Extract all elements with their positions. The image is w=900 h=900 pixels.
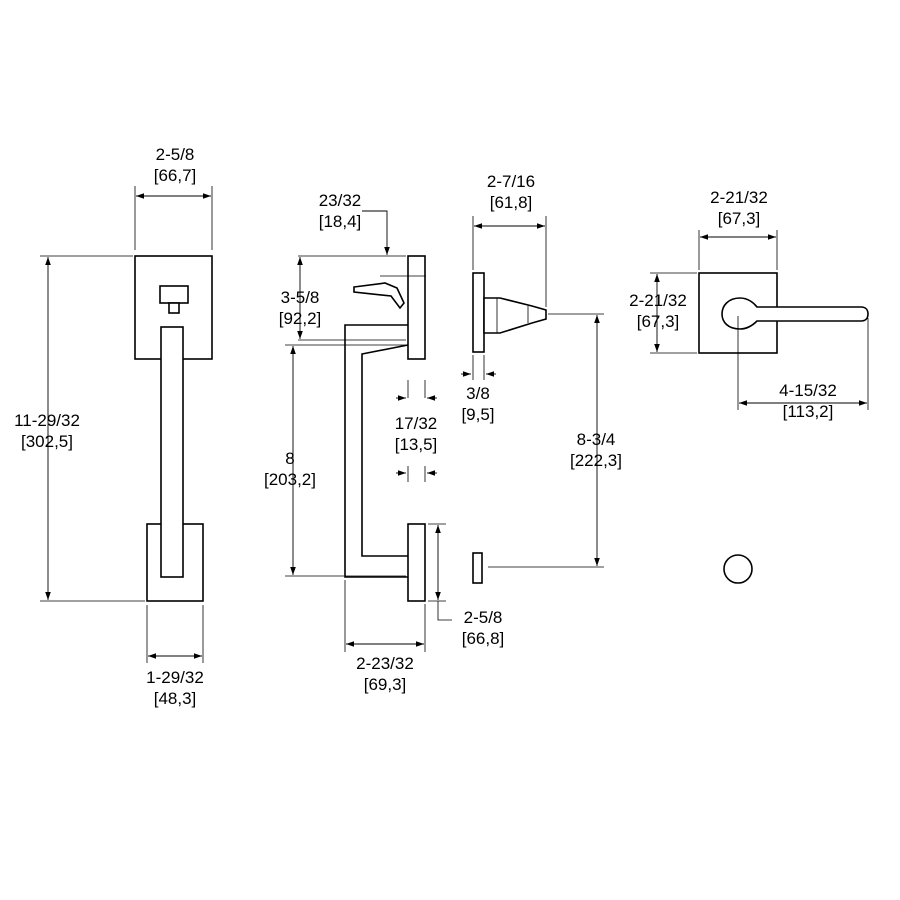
knob-projection-imperial: 2-7/16: [487, 172, 535, 191]
handle-projection-metric: [69,3]: [364, 675, 407, 694]
handle-projection-imperial: 2-23/32: [356, 654, 414, 673]
knob-rose: [472, 272, 485, 353]
rosette-circle: [723, 554, 753, 584]
side-top-plate: [407, 255, 426, 360]
knob-projection-metric: [61,8]: [490, 193, 533, 212]
lever-length-imperial: 4-15/32: [779, 381, 837, 400]
side-dimensions: [285, 210, 452, 652]
front-dimensions: [40, 186, 213, 663]
bottom-depth-imperial: 2-5/8: [464, 608, 503, 627]
side-thumb-lever: [353, 282, 405, 310]
knob-rose-metric: [9,5]: [461, 405, 494, 424]
lever-length-metric: [113,2]: [783, 402, 834, 421]
escutcheon-width-imperial: 2-5/8: [156, 145, 195, 164]
knob-body: [483, 297, 547, 334]
thumb-stem: [168, 302, 180, 314]
thumb-button: [159, 285, 189, 304]
knob-rose-imperial: 3/8: [466, 384, 490, 403]
thumb-height-imperial: 3-5/8: [281, 288, 320, 307]
knob-dimensions: [461, 216, 604, 568]
bottom-width-metric: [48,3]: [154, 689, 197, 708]
knob-side-view: [472, 272, 547, 584]
plate-thickness-metric: [13,5]: [395, 435, 438, 454]
side-grip-outer: [344, 324, 408, 578]
front-view: [134, 255, 213, 602]
dimension-labels: 2-5/8 [66,7] 11-29/32 [302,5] 1-29/32 [4…: [14, 145, 837, 708]
lever-dimensions: [650, 230, 869, 410]
inside-height-imperial: 8-3/4: [577, 430, 616, 449]
lever-rose-width-metric: [67,3]: [718, 209, 761, 228]
side-grip-inner: [361, 344, 409, 557]
side-view: [344, 255, 426, 602]
grip-center-metric: [203,2]: [264, 470, 316, 489]
thumb-offset-imperial: 23/32: [319, 191, 362, 210]
bottom-width-imperial: 1-29/32: [146, 668, 204, 687]
escutcheon-width-metric: [66,7]: [154, 166, 197, 185]
lever-handle: [721, 297, 869, 330]
inside-height-metric: [222,3]: [570, 451, 622, 470]
overall-height-metric: [302,5]: [21, 432, 73, 451]
thumb-offset-metric: [18,4]: [319, 212, 362, 231]
plate-thickness-imperial: 17/32: [395, 414, 438, 433]
lever-rose-height-metric: [67,3]: [637, 312, 680, 331]
lever-rose-width-imperial: 2-21/32: [710, 188, 768, 207]
grip-center-imperial: 8: [285, 449, 294, 468]
lever-view: [698, 272, 869, 584]
side-bottom-plate: [407, 523, 426, 602]
grip-handle: [160, 326, 184, 578]
latch-plate: [472, 552, 483, 584]
overall-height-imperial: 11-29/32: [14, 411, 80, 430]
lever-rose-height-imperial: 2-21/32: [629, 291, 687, 310]
thumb-height-metric: [92,2]: [279, 309, 322, 328]
bottom-depth-metric: [66,8]: [462, 629, 505, 648]
